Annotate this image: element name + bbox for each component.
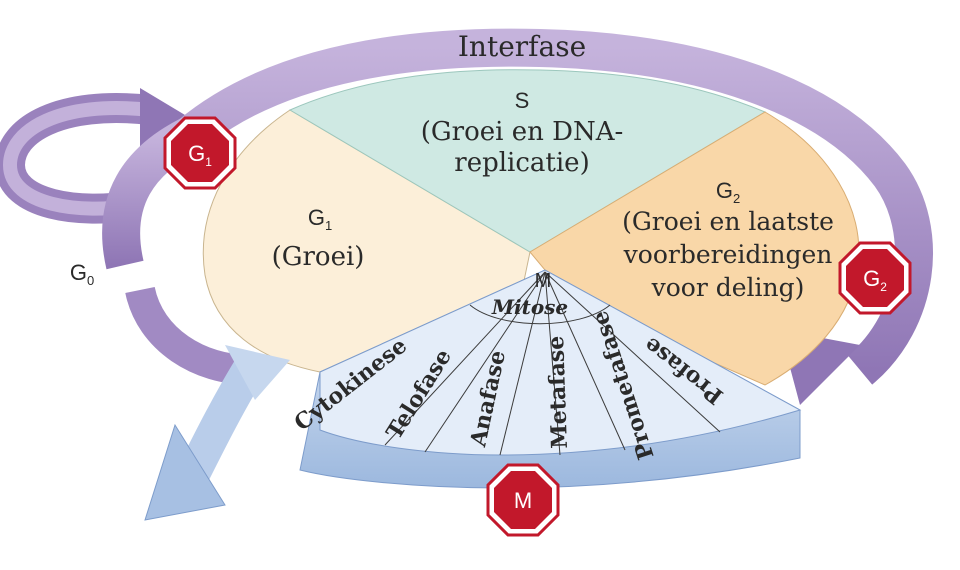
s-sector — [288, 69, 767, 253]
g0-label: G0 — [70, 260, 94, 288]
mitosis-wedge — [299, 269, 802, 489]
interfase-label: Interfase — [458, 30, 586, 63]
stage-metafase: Metafase — [543, 335, 573, 449]
s-phase-title: S — [515, 88, 530, 113]
g2-phase-line2: voorbereidingen — [623, 240, 833, 269]
checkpoint-g1-label: G1 — [188, 141, 212, 169]
mitose-label: Mitose — [491, 295, 568, 319]
g1-phase-title: G1 — [308, 205, 332, 233]
g1-phase-desc: (Groei) — [272, 242, 365, 272]
cytokinesis-arrow — [144, 345, 290, 521]
s-phase-line2: replicatie) — [454, 148, 589, 178]
s-phase-label: S (Groei en DNA- replicatie) — [421, 88, 624, 178]
checkpoint-g2: G2 — [838, 241, 912, 315]
g2-phase-line3: voor deling) — [651, 273, 805, 302]
checkpoint-g1: G1 — [163, 116, 237, 190]
checkpoint-m-label: M — [514, 488, 532, 513]
s-phase-line1: (Groei en DNA- — [421, 117, 624, 147]
g2-phase-title: G2 — [716, 178, 740, 206]
g2-phase-line1: (Groei en laatste — [622, 207, 834, 236]
m-phase-title: M — [535, 270, 552, 292]
checkpoint-m: M — [486, 463, 560, 537]
g1-phase-label: G1 (Groei) — [272, 205, 365, 272]
checkpoint-g2-label: G2 — [863, 266, 887, 294]
g0-loop-arrow — [0, 88, 190, 224]
g2-phase-label: G2 (Groei en laatste voorbereidingen voo… — [622, 178, 834, 302]
